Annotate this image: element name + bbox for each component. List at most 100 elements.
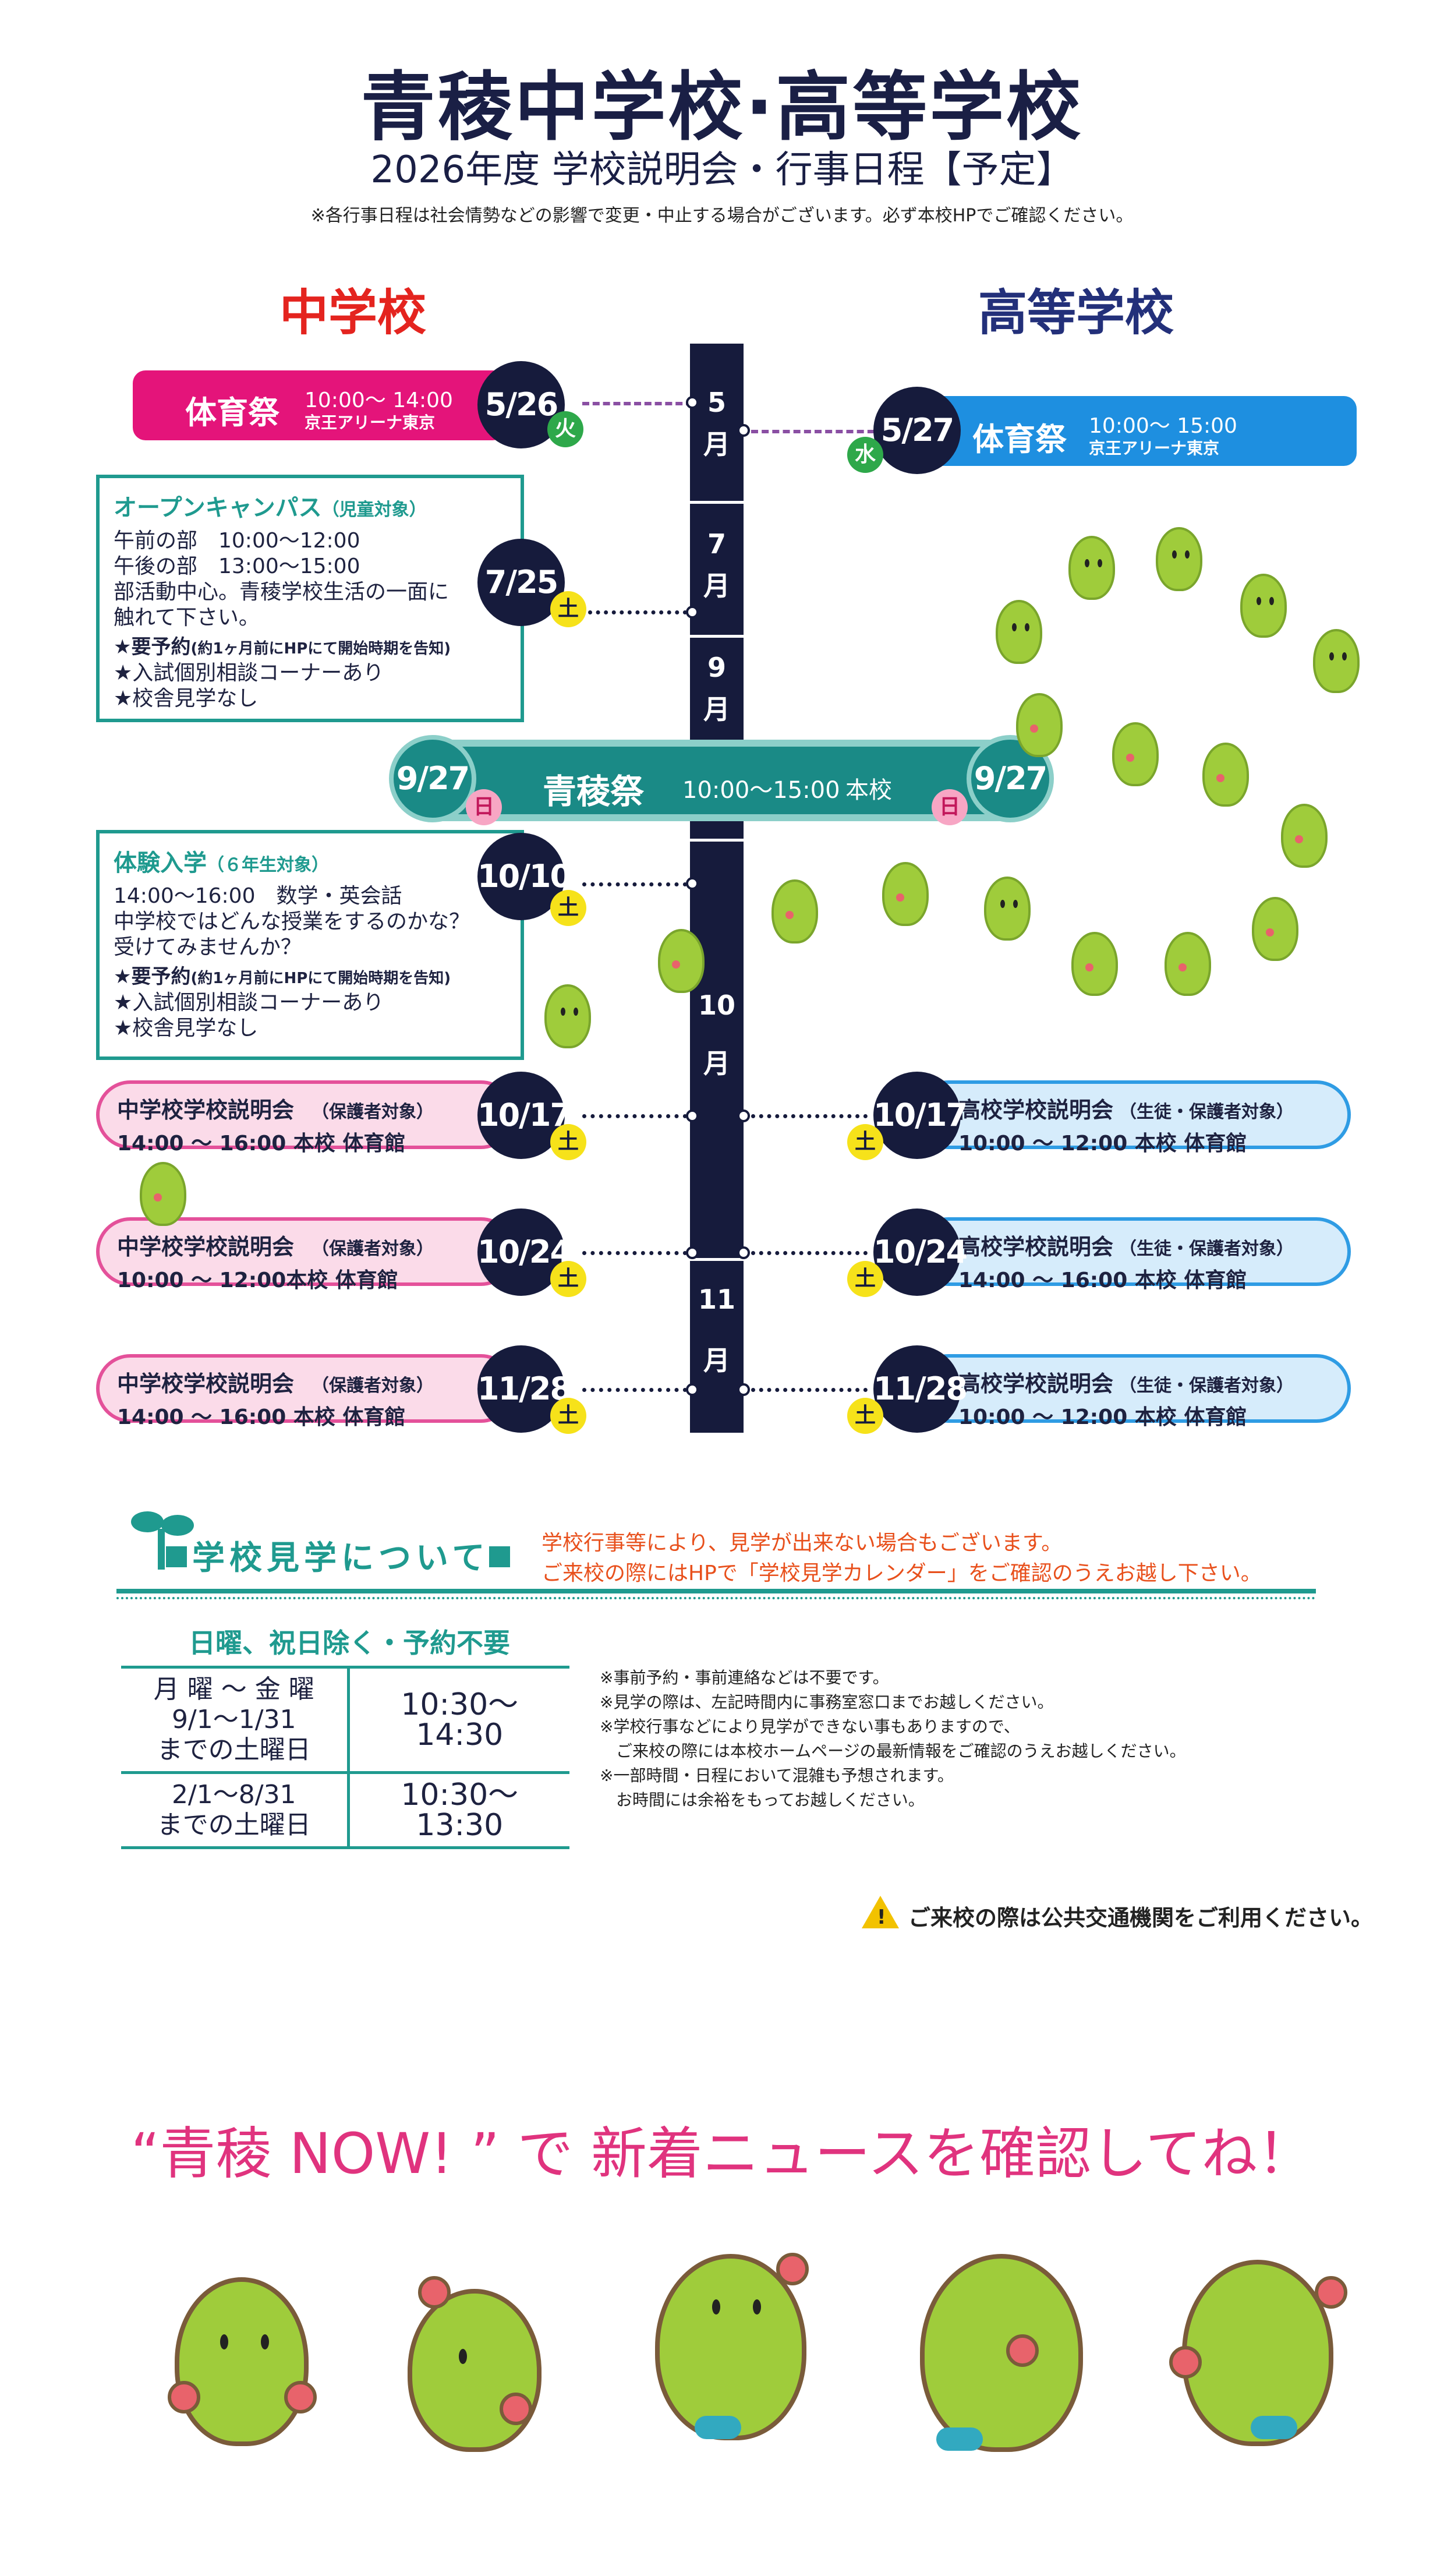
- mascot-illustration: [1169, 2260, 1347, 2446]
- session-detail: 10:00 ～ 12:00 本校 体育館: [958, 1132, 1247, 1156]
- visit-time: 10:30～14:30: [348, 1666, 569, 1774]
- month-jul-num: 7: [707, 528, 726, 560]
- connector-line: [751, 1114, 868, 1118]
- timeline-dot: [686, 606, 699, 619]
- month-oct-label: 月: [703, 1048, 730, 1079]
- jh-sports-time: 10:00～ 14:00: [305, 388, 453, 412]
- page-title: 青稜中学校·高等学校: [360, 64, 1084, 151]
- visit-warning-1: 学校行事等により、見学が出来ない場合もございます。: [542, 1531, 1063, 1555]
- month-sep-label: 月: [703, 694, 730, 725]
- connector-line: [582, 882, 687, 886]
- session-title: 中学校学校説明会: [117, 1371, 295, 1397]
- note-line: ※一部時間・日程において混雑も予想されます。: [600, 1766, 954, 1785]
- note-line: お時間には余裕をもってお越しください。: [600, 1790, 925, 1810]
- table-row: 2/1～8/31 までの土曜日 10:30～13:30: [121, 1771, 569, 1849]
- note-line: ※事前予約・事前連絡などは不要です。: [600, 1668, 889, 1687]
- note-line: ご来校の際には本校ホームページの最新情報をご確認のうえお越しください。: [600, 1741, 1186, 1761]
- mascot-illustration: [1156, 527, 1202, 591]
- jh-session-3: 中学校学校説明会（保護者対象） 14:00 ～ 16:00 本校 体育館: [96, 1354, 515, 1429]
- timeline-dot: [686, 1246, 699, 1259]
- connector-line: [582, 402, 693, 405]
- mascot-illustration: [920, 2254, 1083, 2452]
- mascot-illustration: [1313, 629, 1360, 693]
- month-may-num: 5: [707, 387, 726, 418]
- timeline-dot: [737, 1383, 750, 1396]
- mascot-illustration: [658, 929, 705, 993]
- session-title: 高校学校説明会: [958, 1097, 1114, 1123]
- tour-note: ★校舎見学なし: [114, 687, 259, 711]
- timeline-dot: [686, 1109, 699, 1122]
- date-text: 9/27: [974, 760, 1047, 797]
- news-tagline: “青稜 NOW! ” で 新着ニュースを確認してね！: [130, 2121, 1314, 2186]
- month-jul-label: 月: [703, 570, 730, 602]
- day-badge-sun: 日: [466, 789, 502, 825]
- visit-period: 月 曜 ～ 金 曜 9/1～1/31 までの土曜日: [121, 1666, 350, 1774]
- festival-label: 青稜祭: [543, 772, 645, 811]
- session-title: 高校学校説明会: [958, 1371, 1114, 1397]
- mascot-illustration: [1016, 693, 1063, 757]
- hs-sports-label: 体育祭: [972, 421, 1067, 458]
- schedule-notice: ※各行事日程は社会情勢などの影響で変更・中止する場合がございます。必ず本校HPで…: [310, 206, 1134, 226]
- date-text: 10/24: [873, 1234, 968, 1270]
- visit-warning-2: ご来校の際にはHPで「学校見学カレンダー」をご確認のうえお越し下さい。: [542, 1561, 1262, 1585]
- trial-title: 体験入学: [114, 850, 207, 877]
- open-campus-line: 午後の部 13:00～15:00: [114, 554, 360, 578]
- month-divider: [690, 635, 744, 638]
- day-badge-sat: 土: [847, 1398, 883, 1434]
- mascot-illustration: [771, 879, 818, 944]
- trial-target: （６年生対象）: [207, 855, 329, 875]
- day-badge-tue: 火: [547, 411, 583, 447]
- month-nov-num: 11: [698, 1284, 735, 1315]
- warning-icon: [862, 1896, 899, 1928]
- mascot-illustration: [1068, 536, 1115, 600]
- festival-time: 10:00～15:00: [682, 777, 840, 804]
- month-divider: [690, 1258, 744, 1261]
- hs-sports-date: 5/27: [873, 387, 961, 474]
- open-campus-box: オープンキャンパス（児童対象） 午前の部 10:00～12:00 午後の部 13…: [96, 475, 524, 722]
- month-may-label: 月: [703, 429, 730, 460]
- date-text: 10/10: [477, 858, 572, 895]
- mascot-illustration: [1281, 804, 1328, 868]
- visit-hours-table: 月 曜 ～ 金 曜 9/1～1/31 までの土曜日 10:30～14:30 2/…: [121, 1666, 569, 1849]
- hs-session-3: 高校学校説明会（生徒・保護者対象） 10:00 ～ 12:00 本校 体育館: [914, 1354, 1351, 1429]
- consult-note: ★入試個別相談コーナーあり: [114, 991, 384, 1015]
- festival-date-left: 9/27: [389, 735, 476, 822]
- transport-notice: ご来校の際は公共交通機関をご利用ください。: [908, 1905, 1374, 1931]
- timeline-spine: [690, 344, 744, 1433]
- session-title: 中学校学校説明会: [117, 1097, 295, 1123]
- mascot-illustration: [140, 1162, 186, 1226]
- timeline-dot: [737, 424, 750, 437]
- day-badge-wed: 水: [847, 437, 883, 473]
- session-detail: 10:00 ～ 12:00本校 体育館: [117, 1268, 398, 1292]
- page-subtitle: 2026年度 学校説明会・行事日程【予定】: [370, 149, 1074, 192]
- mascot-illustration: [1240, 574, 1287, 638]
- date-text: 9/27: [396, 760, 470, 797]
- mascot-illustration: [1202, 743, 1249, 807]
- reserve-note: (約1ヶ月前にHPにて開始時期を告知): [190, 640, 451, 658]
- section-rule-dotted: [116, 1597, 1316, 1599]
- section-rule: [116, 1589, 1316, 1593]
- hs-session-2-date: 10/24: [873, 1209, 968, 1296]
- reserve-label: ★要予約: [114, 965, 191, 988]
- warning-icon-mark: !: [877, 1906, 886, 1929]
- connector-line: [751, 1388, 868, 1392]
- festival-place: 本校: [845, 777, 892, 804]
- open-campus-line: 触れて下さい。: [114, 606, 260, 630]
- connector-line: [582, 1114, 687, 1118]
- visit-notes: ※事前予約・事前連絡などは不要です。 ※見学の際は、左記時間内に事務室窓口までお…: [600, 1666, 1357, 1812]
- note-line: ※学校行事などにより見学ができない事もありますので、: [600, 1717, 1020, 1736]
- session-target: （保護者対象）: [312, 1239, 434, 1259]
- mascot-illustration: [408, 2276, 542, 2452]
- mascot-illustration: [1071, 932, 1118, 996]
- date-text: 10/24: [477, 1234, 572, 1270]
- session-detail: 10:00 ～ 12:00 本校 体育館: [958, 1405, 1247, 1429]
- session-title: 高校学校説明会: [958, 1234, 1114, 1260]
- mascot-illustration: [544, 984, 591, 1048]
- open-campus-line: 部活動中心。青稜学校生活の一面に: [114, 580, 450, 604]
- table-row: 月 曜 ～ 金 曜 9/1～1/31 までの土曜日 10:30～14:30: [121, 1666, 569, 1774]
- mascot-illustration: [168, 2277, 317, 2446]
- visit-subheading: 日曜、祝日除く・予約不要: [189, 1627, 510, 1659]
- tour-note: ★校舎見学なし: [114, 1016, 259, 1040]
- session-detail: 14:00 ～ 16:00 本校 体育館: [117, 1132, 406, 1156]
- hs-session-1: 高校学校説明会（生徒・保護者対象） 10:00 ～ 12:00 本校 体育館: [914, 1080, 1351, 1156]
